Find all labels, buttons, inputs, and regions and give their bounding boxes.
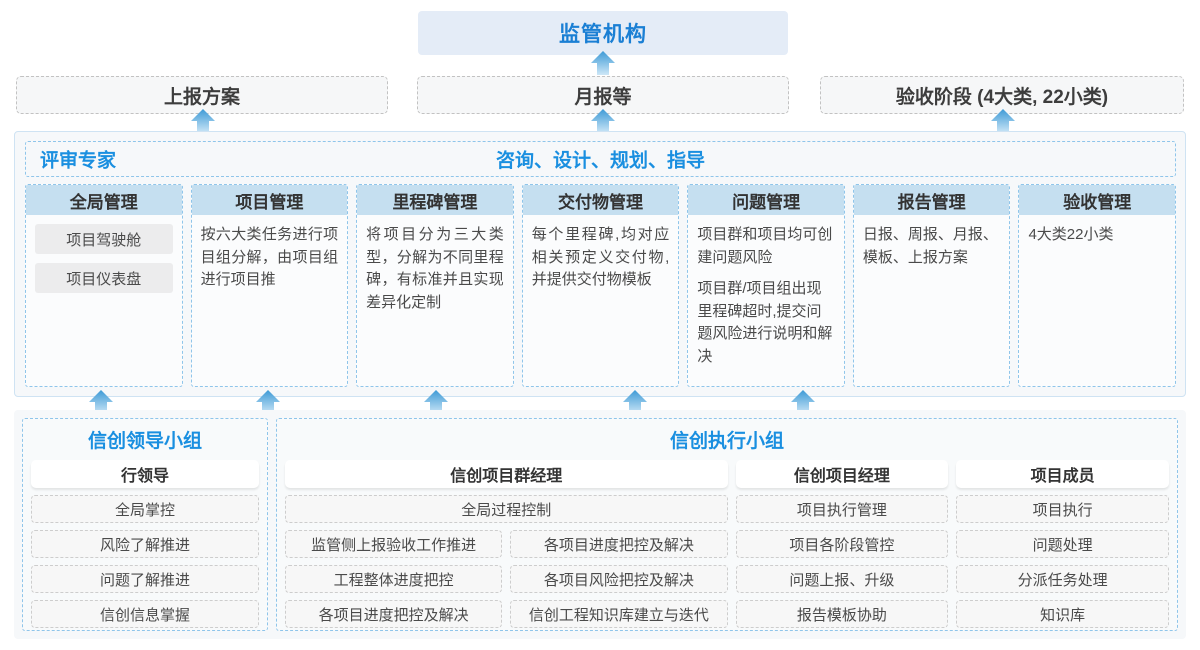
role-column-project-manager: 信创项目经理 项目执行管理 项目各阶段管控 问题上报、升级 报告模板协助 [735, 460, 949, 628]
module-chip[interactable]: 项目驾驶舱 [35, 224, 173, 254]
role-responsibility[interactable]: 项目执行管理 [735, 495, 949, 523]
arrow-exec-to-mid-4 [790, 389, 816, 415]
role-responsibility[interactable]: 各项目风险把控及解决 [510, 565, 728, 593]
role-title[interactable]: 信创项目经理 [735, 460, 949, 488]
arrow-exec-to-mid-2 [423, 389, 449, 415]
execution-group-columns: 信创项目群经理 全局过程控制 监管侧上报验收工作推进 工程整体进度把控 各项目进… [277, 460, 1177, 628]
module-title: 全局管理 [26, 185, 182, 215]
role-responsibility[interactable]: 项目各阶段管控 [735, 530, 949, 558]
role-responsibility[interactable]: 分派任务处理 [956, 565, 1170, 593]
module-description: 项目群/项目组出现里程碑超时,提交问题风险进行说明和解决 [697, 280, 833, 365]
role-responsibility[interactable]: 项目执行 [956, 495, 1170, 523]
role-responsibility[interactable]: 信创工程知识库建立与迭代 [510, 600, 728, 628]
role-responsibility[interactable]: 风险了解推进 [31, 530, 259, 558]
role-responsibility[interactable]: 问题处理 [956, 530, 1170, 558]
module-card-report[interactable]: 报告管理 日报、周报、月报、模板、上报方案 [852, 184, 1011, 387]
module-description: 按六大类任务进行项目组分解，由项目组进行项目推 [200, 226, 339, 288]
arrow-exec-to-mid-3 [622, 389, 648, 415]
role-column-program-manager: 信创项目群经理 全局过程控制 监管侧上报验收工作推进 工程整体进度把控 各项目进… [285, 460, 728, 628]
review-experts-label: 评审专家 [40, 150, 117, 172]
module-card-milestone[interactable]: 里程碑管理 将项目分为三大类型，分解为不同里程碑，有标准并且实现差异化定制 [356, 184, 514, 387]
module-body: 4大类22小类 [1019, 215, 1175, 386]
report-box-acceptance: 验收阶段 (4大类, 22小类) [820, 76, 1184, 114]
module-card-deliverable[interactable]: 交付物管理 每个里程碑,均对应相关预定义交付物,并提供交付物模板 [521, 184, 680, 387]
module-card-project[interactable]: 项目管理 按六大类任务进行项目组分解，由项目组进行项目推 [190, 184, 349, 387]
module-title: 验收管理 [1019, 185, 1176, 215]
role-title[interactable]: 行领导 [31, 460, 259, 488]
module-body: 每个里程碑,均对应相关预定义交付物,并提供交付物模板 [523, 215, 679, 386]
arrow-monthly-to-regulator [590, 50, 616, 76]
role-responsibility[interactable]: 各项目进度把控及解决 [285, 600, 503, 628]
arrow-mid-to-acceptance [990, 108, 1016, 134]
module-title: 问题管理 [688, 185, 844, 215]
role-responsibility[interactable]: 各项目进度把控及解决 [510, 530, 728, 558]
consulting-scope-label: 咨询、设计、规划、指导 [495, 150, 705, 172]
regulator-box: 监管机构 [418, 11, 788, 55]
role-responsibility-split: 监管侧上报验收工作推进 工程整体进度把控 各项目进度把控及解决 各项目进度把控及… [285, 530, 728, 628]
role-responsibility[interactable]: 问题上报、升级 [735, 565, 949, 593]
role-responsibility[interactable]: 报告模板协助 [735, 600, 949, 628]
teams-band: 信创领导小组 行领导 全局掌控 风险了解推进 问题了解推进 信创信息掌握 信创执… [14, 410, 1186, 639]
role-column-bank-leader: 行领导 全局掌控 风险了解推进 问题了解推进 信创信息掌握 [31, 460, 259, 628]
role-responsibility-col-right: 各项目进度把控及解决 各项目风险把控及解决 信创工程知识库建立与迭代 [510, 530, 728, 628]
module-description: 将项目分为三大类型，分解为不同里程碑，有标准并且实现差异化定制 [366, 226, 504, 311]
leader-group: 信创领导小组 行领导 全局掌控 风险了解推进 问题了解推进 信创信息掌握 [22, 418, 268, 631]
report-label: 月报等 [574, 86, 632, 108]
regulator-label: 监管机构 [559, 23, 647, 46]
arrow-exec-to-mid-1 [255, 389, 281, 415]
leader-group-title: 信创领导小组 [87, 431, 202, 452]
report-label: 上报方案 [163, 86, 240, 108]
module-title: 里程碑管理 [357, 185, 513, 215]
consulting-band-header: 评审专家 咨询、设计、规划、指导 [25, 141, 1176, 177]
module-body: 项目驾驶舱 项目仪表盘 [26, 215, 182, 386]
role-column-project-member: 项目成员 项目执行 问题处理 分派任务处理 知识库 [956, 460, 1170, 628]
module-chip[interactable]: 项目仪表盘 [35, 263, 173, 293]
module-title: 报告管理 [853, 185, 1010, 215]
module-body: 按六大类任务进行项目组分解，由项目组进行项目推 [192, 215, 348, 386]
arrow-mid-to-monthly [590, 108, 616, 134]
execution-group: 信创执行小组 信创项目群经理 全局过程控制 监管侧上报验收工作推进 工程整体进度… [276, 418, 1178, 631]
leader-group-columns: 行领导 全局掌控 风险了解推进 问题了解推进 信创信息掌握 [23, 460, 267, 628]
module-description: 项目群和项目均可创建问题风险 [697, 226, 833, 266]
module-card-list: 全局管理 项目驾驶舱 项目仪表盘 项目管理 按六大类任务进行项目组分解，由项目组… [25, 184, 1177, 387]
role-responsibility[interactable]: 全局过程控制 [285, 495, 728, 523]
role-responsibility[interactable]: 知识库 [956, 600, 1170, 628]
module-body: 项目群和项目均可创建问题风险 项目群/项目组出现里程碑超时,提交问题风险进行说明… [688, 215, 844, 386]
role-title[interactable]: 项目成员 [956, 460, 1170, 488]
module-card-acceptance[interactable]: 验收管理 4大类22小类 [1018, 184, 1177, 387]
module-description: 4大类22小类 [1028, 226, 1114, 243]
consulting-band: 评审专家 咨询、设计、规划、指导 全局管理 项目驾驶舱 项目仪表盘 项目管理 按… [14, 131, 1186, 397]
role-responsibility[interactable]: 监管侧上报验收工作推进 [285, 530, 503, 558]
module-body: 将项目分为三大类型，分解为不同里程碑，有标准并且实现差异化定制 [357, 215, 513, 386]
module-description: 日报、周报、月报、模板、上报方案 [862, 226, 998, 266]
role-responsibility-col-left: 监管侧上报验收工作推进 工程整体进度把控 各项目进度把控及解决 [285, 530, 503, 628]
module-card-global[interactable]: 全局管理 项目驾驶舱 项目仪表盘 [25, 184, 183, 387]
module-body: 日报、周报、月报、模板、上报方案 [854, 215, 1010, 386]
role-title[interactable]: 信创项目群经理 [285, 460, 728, 488]
role-responsibility[interactable]: 问题了解推进 [31, 565, 259, 593]
arrow-mid-to-plan [190, 108, 216, 134]
module-description: 每个里程碑,均对应相关预定义交付物,并提供交付物模板 [531, 226, 670, 288]
module-card-issue[interactable]: 问题管理 项目群和项目均可创建问题风险 项目群/项目组出现里程碑超时,提交问题风… [687, 184, 845, 387]
role-responsibility[interactable]: 工程整体进度把控 [285, 565, 503, 593]
report-box-plan: 上报方案 [16, 76, 388, 114]
report-label: 验收阶段 (4大类, 22小类) [895, 86, 1109, 108]
module-title: 项目管理 [191, 185, 348, 215]
role-responsibility[interactable]: 全局掌控 [31, 495, 259, 523]
arrow-leader-to-mid [88, 389, 114, 415]
module-title: 交付物管理 [522, 185, 679, 215]
role-responsibility[interactable]: 信创信息掌握 [31, 600, 259, 628]
execution-group-title: 信创执行小组 [669, 431, 784, 452]
